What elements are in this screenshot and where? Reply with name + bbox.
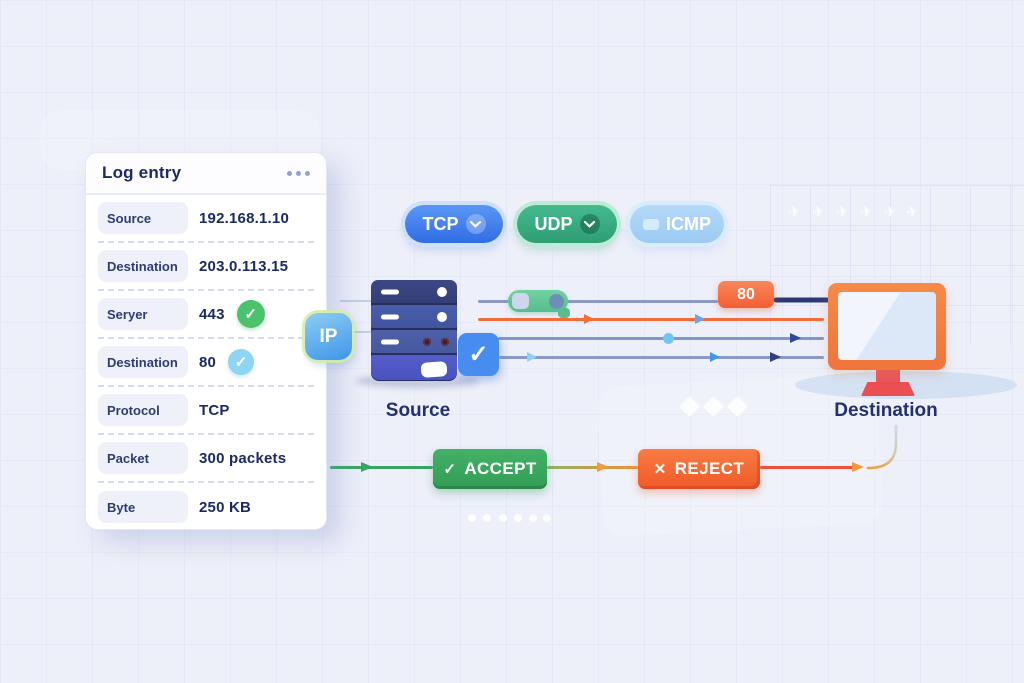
dot-decoration <box>543 514 551 522</box>
row-label: Protocol <box>98 394 188 426</box>
log-entry-card-header: Log entry <box>86 153 326 195</box>
source-node-label: Source <box>385 400 451 421</box>
row-label: Packet <box>98 442 188 474</box>
row-label: Destination <box>98 346 188 378</box>
traffic-line <box>498 337 824 340</box>
arrow-icon <box>361 462 373 472</box>
traffic-line <box>499 356 824 359</box>
accept-button[interactable]: ✓ ACCEPT <box>433 449 547 489</box>
chip-label: TCP <box>422 213 459 234</box>
reject-button-label: REJECT <box>674 459 745 478</box>
table-row: Source 192.168.1.10 <box>98 195 314 243</box>
reject-button[interactable]: ✕ REJECT <box>638 449 760 489</box>
chevron-down-icon <box>579 214 600 234</box>
row-value: 192.168.1.10 <box>199 209 289 227</box>
row-value: 203.0.113.15 <box>199 257 289 275</box>
port-badge: 80 <box>718 281 774 308</box>
dot-decoration <box>468 514 476 522</box>
protocol-chip-icmp[interactable]: ICMP <box>630 205 724 243</box>
arrow-icon <box>852 462 864 472</box>
plane-icon: ✈ <box>882 203 898 222</box>
row-value: 443 <box>199 305 225 323</box>
return-curve-line <box>866 424 898 470</box>
plane-icon: ✈ <box>904 203 920 222</box>
cross-icon: ✕ <box>653 461 667 478</box>
plane-icon: ✈ <box>858 203 874 222</box>
check-glyph: ✓ <box>468 341 489 368</box>
dot-decoration <box>499 514 507 522</box>
traffic-line <box>478 318 824 321</box>
check-circle-green-icon: ✓ <box>236 300 265 328</box>
chip-label: ICMP <box>666 213 711 234</box>
check-badge-icon: ✓ <box>458 333 499 376</box>
ip-badge-label: IP <box>319 325 338 347</box>
log-entry-card: Log entry Source 192.168.1.10 Destinatio… <box>85 152 327 530</box>
arrow-icon <box>710 352 720 362</box>
row-value: TCP <box>199 401 230 419</box>
arrow-icon <box>695 314 705 324</box>
protocol-chip-tcp[interactable]: TCP <box>405 205 503 243</box>
packet-dot-icon <box>663 332 674 344</box>
flow-line-green <box>330 466 433 469</box>
chip-label: UDP <box>534 213 573 234</box>
row-value: 250 KB <box>199 498 252 516</box>
dot-decoration <box>529 514 537 522</box>
table-row: Destination 80 ✓ <box>98 339 314 387</box>
plane-icon: ✈ <box>834 203 850 222</box>
connector-line <box>352 331 372 333</box>
arrow-icon <box>790 333 801 343</box>
arrow-icon <box>597 462 609 472</box>
row-label: Seryer <box>98 298 188 330</box>
dot-decoration <box>514 514 522 522</box>
monitor-base <box>861 382 915 396</box>
packet-capsule-icon <box>508 290 570 318</box>
ip-badge: IP <box>305 313 352 360</box>
arrow-icon <box>527 352 537 362</box>
card-title: Log entry <box>102 163 182 182</box>
table-row: Packet 300 packets <box>98 435 314 483</box>
flow-line-orange <box>547 466 638 469</box>
arrow-icon <box>584 314 594 324</box>
protocol-chip-udp[interactable]: UDP <box>517 205 617 243</box>
check-circle-blue-icon: ✓ <box>228 349 255 375</box>
table-row: Destination 203.0.113.15 <box>98 243 314 291</box>
row-value: 80 <box>199 353 217 371</box>
destination-node-label: Destination <box>834 400 938 421</box>
port-badge-value: 80 <box>737 285 755 303</box>
diamond-decoration <box>702 395 725 418</box>
row-value: 300 packets <box>199 449 287 467</box>
plane-icon: ✈ <box>810 203 826 222</box>
packet-icon <box>643 218 659 230</box>
flow-line-red <box>760 466 856 469</box>
row-label: Source <box>98 202 188 234</box>
log-entry-rows: Source 192.168.1.10 Destination 203.0.11… <box>98 195 314 531</box>
plane-icon: ✈ <box>786 203 802 222</box>
chevron-down-icon <box>465 214 486 234</box>
diamond-decoration <box>726 395 749 418</box>
server-rack-icon <box>371 280 457 381</box>
ellipsis-icon[interactable] <box>287 170 310 176</box>
traffic-line <box>478 300 718 303</box>
arrow-icon <box>770 352 781 362</box>
table-row: Protocol TCP <box>98 387 314 435</box>
accept-button-label: ACCEPT <box>464 459 537 478</box>
row-label: Destination <box>98 250 188 282</box>
check-icon: ✓ <box>443 461 457 478</box>
table-row: Seryer 443 ✓ <box>98 291 314 339</box>
monitor-stand <box>876 369 900 384</box>
table-row: Byte 250 KB <box>98 483 314 531</box>
dot-decoration <box>483 514 491 522</box>
connector-line <box>340 300 372 302</box>
monitor-icon <box>828 283 946 370</box>
diamond-decoration <box>678 395 701 418</box>
row-label: Byte <box>98 491 188 523</box>
